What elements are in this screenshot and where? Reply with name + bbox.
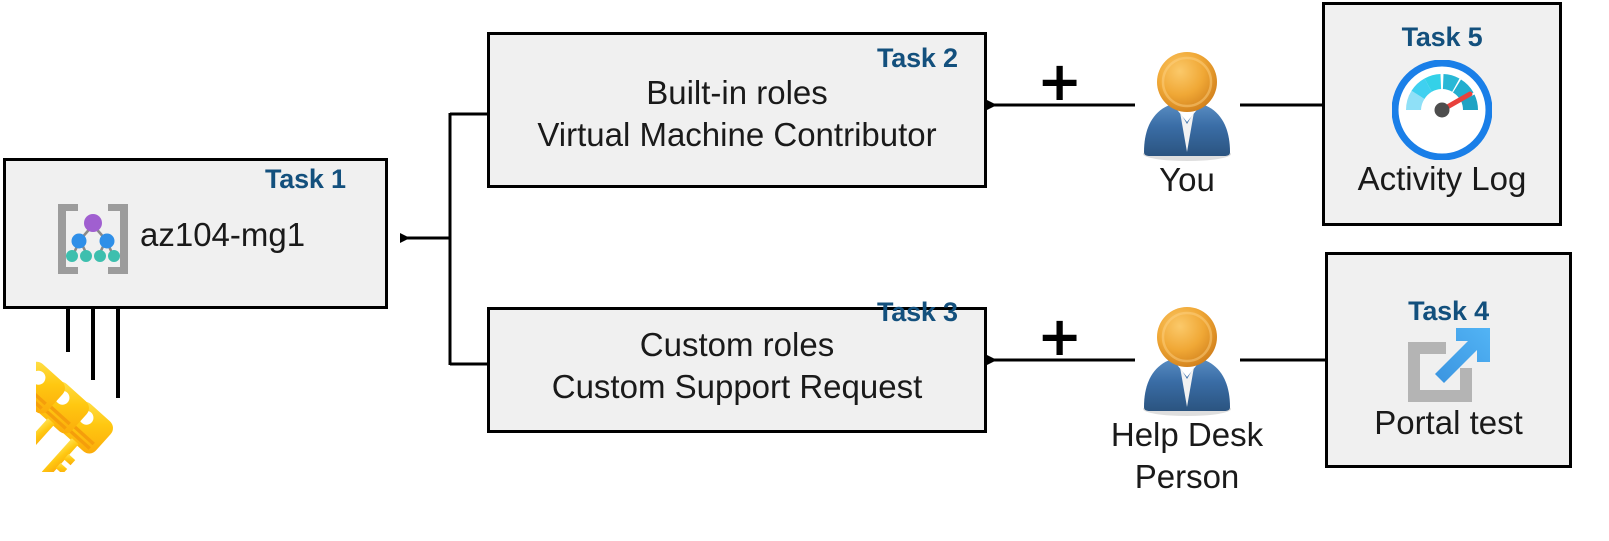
plus-sign-top: +: [1037, 50, 1083, 113]
helpdesk-caption-line2: Person: [1134, 458, 1240, 495]
task2-label: Task 2: [877, 43, 958, 73]
keys-icon: [0, 340, 161, 478]
task3-label: Task 3: [877, 297, 958, 327]
task1-text: az104-mg1: [140, 216, 306, 253]
task1-box[interactable]: [3, 158, 388, 309]
task2-box[interactable]: [487, 32, 987, 188]
external-link-icon: [1398, 320, 1498, 410]
task5-text: Activity Log: [1357, 160, 1527, 197]
task4-text: Portal test: [1374, 404, 1523, 441]
connector-tasks-to-task1: [400, 112, 487, 366]
management-group-icon: [50, 198, 136, 280]
task3-text-line2: Custom Support Request: [551, 368, 923, 405]
task3-text-line1: Custom roles: [639, 326, 835, 363]
helpdesk-caption-line1: Help Desk: [1110, 416, 1264, 453]
task2-text-line1: Built-in roles: [646, 74, 828, 111]
gauge-icon: [1391, 59, 1493, 161]
task1-label: Task 1: [265, 164, 346, 194]
task4-label: Task 4: [1408, 296, 1489, 326]
task5-label: Task 5: [1401, 22, 1483, 52]
task4-box[interactable]: [1325, 252, 1572, 468]
plus-sign-bottom: +: [1037, 305, 1083, 368]
you-caption: You: [1159, 161, 1215, 198]
task3-box[interactable]: [487, 307, 987, 433]
task2-text-line2: Virtual Machine Contributor: [537, 116, 937, 153]
helpdesk-person-icon: [1132, 305, 1242, 417]
you-person-icon: [1132, 50, 1242, 162]
